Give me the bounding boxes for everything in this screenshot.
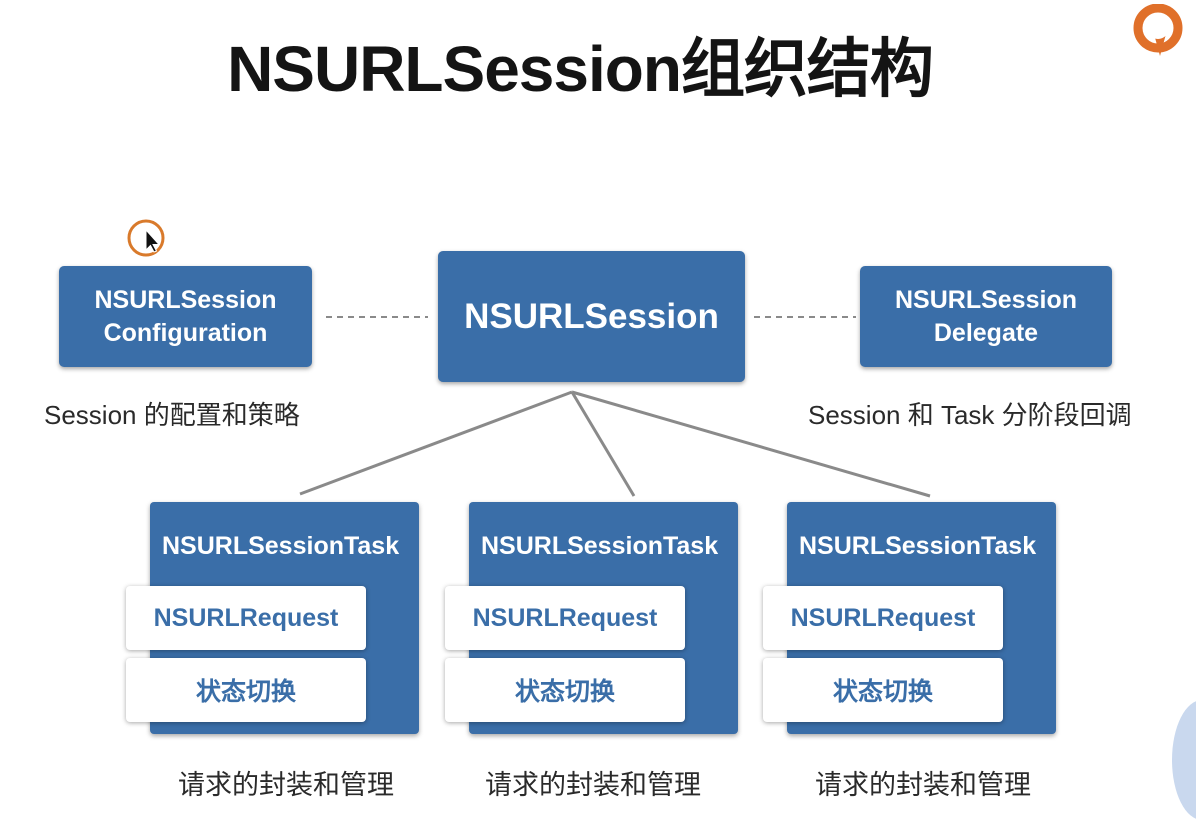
config-caption: Session 的配置和策略 [44,400,300,430]
task-title: NSURLSessionTask [481,532,719,560]
delegate-line-1: NSURLSession [895,285,1077,314]
state-switch-box: 状态切换 [763,658,1003,722]
delegate-caption: Session 和 Task 分阶段回调 [808,400,1132,430]
task-caption: 请求的封装和管理 [178,770,394,800]
task-caption: 请求的封装和管理 [815,770,1031,800]
session-task-box: NSURLSessionTask NSURLRequest 状态切换 [763,502,1056,734]
app-logo-icon [1133,4,1183,56]
state-switch-box: 状态切换 [445,658,685,722]
config-line-1: NSURLSession [94,285,277,314]
session-delegate-box: NSURLSession Delegate [860,266,1112,367]
delegate-line-2: Delegate [933,318,1039,347]
session-box: NSURLSession [438,251,745,382]
page-title: NSURLSession组织结构 [227,33,934,105]
link-session-task-1 [299,390,573,496]
state-switch-box: 状态切换 [126,658,366,722]
session-label: NSURLSession [464,296,719,336]
session-task-box: NSURLSessionTask NSURLRequest 状态切换 [126,502,419,734]
task-title: NSURLSessionTask [799,532,1037,560]
link-session-task-2 [570,391,636,497]
task-title: NSURLSessionTask [162,532,400,560]
session-task-box: NSURLSessionTask NSURLRequest 状态切换 [445,502,738,734]
request-box: NSURLRequest [445,586,685,650]
request-box: NSURLRequest [763,586,1003,650]
config-line-2: Configuration [103,318,268,347]
request-box: NSURLRequest [126,586,366,650]
session-configuration-box: NSURLSession Configuration [59,266,312,367]
task-caption: 请求的封装和管理 [485,770,701,800]
mouse-cursor-icon [127,219,165,257]
link-session-task-3 [571,390,931,498]
